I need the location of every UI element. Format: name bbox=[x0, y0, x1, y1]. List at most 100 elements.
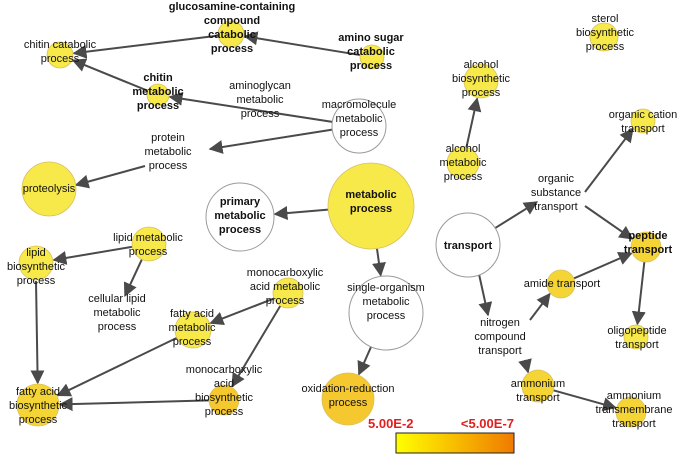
node-circle-primary-metabolic[interactable] bbox=[205, 182, 275, 252]
node-label-line: transport bbox=[624, 244, 673, 256]
node-label-line: process bbox=[211, 43, 253, 55]
node-circle-sterol-biosynthetic[interactable] bbox=[589, 22, 619, 52]
node-label-amide-transport: amide transport bbox=[524, 278, 600, 290]
node-circle-lipid-biosynthetic[interactable] bbox=[18, 245, 54, 281]
node-label-line: lipid metabolic bbox=[113, 232, 183, 244]
node-label-line: transport bbox=[478, 345, 521, 357]
node-circle-alcohol-metabolic[interactable] bbox=[446, 146, 480, 180]
node-circle-monocarboxylic-metabolic[interactable] bbox=[272, 277, 304, 309]
edge-monocarboxylic-metabolic-to-fatty-acid-metabolic bbox=[209, 297, 275, 326]
node-circle-transport[interactable] bbox=[435, 212, 501, 278]
node-circle-organic-cation[interactable] bbox=[630, 108, 656, 134]
node-label-line: primary bbox=[220, 196, 261, 208]
node-circle-metabolic-process[interactable] bbox=[327, 162, 415, 250]
node-label-line: metabolic bbox=[144, 146, 192, 158]
node-label-proteolysis: proteolysis bbox=[23, 183, 76, 195]
node-label-line: compound bbox=[204, 15, 260, 27]
node-label-line: acid metabolic bbox=[250, 281, 321, 293]
node-label-line: monocarboxylic bbox=[186, 364, 263, 376]
edge-organic-substance-to-organic-cation bbox=[584, 127, 634, 193]
node-label-line: organic cation bbox=[609, 109, 678, 121]
node-circle-chitin-catabolic[interactable] bbox=[46, 41, 74, 69]
node-label-line: process bbox=[205, 406, 244, 418]
edge-metabolic-process-to-primary-metabolic bbox=[273, 206, 329, 220]
node-label-line: substance bbox=[531, 187, 581, 199]
node-circle-single-organism[interactable] bbox=[348, 275, 424, 351]
legend-low-label: 5.00E-2 bbox=[368, 416, 414, 431]
node-label-line: organic bbox=[538, 173, 575, 185]
node-label-line: metabolic bbox=[93, 307, 141, 319]
node-label-line: amide transport bbox=[524, 278, 600, 290]
node-label-line: protein bbox=[151, 132, 185, 144]
node-circle-fatty-acid-biosynthetic[interactable] bbox=[16, 383, 60, 427]
node-circle-alcohol-biosynthetic[interactable] bbox=[463, 63, 499, 99]
node-label-line: metabolic bbox=[132, 86, 183, 98]
node-circle-ammonium-transport[interactable] bbox=[521, 369, 555, 403]
node-circle-ammonium-transmembrane[interactable] bbox=[615, 396, 647, 428]
edge-monocarboxylic-biosynthetic-to-fatty-acid-biosynthetic bbox=[58, 397, 210, 412]
node-label-line: fatty acid bbox=[16, 386, 60, 398]
edge-chitin-metabolic-to-chitin-catabolic bbox=[71, 58, 149, 92]
node-circle-macromolecule[interactable] bbox=[331, 98, 387, 154]
node-label-line: process bbox=[462, 87, 501, 99]
edge-metabolic-process-to-single-organism bbox=[372, 248, 386, 277]
node-circle-oxidation-reduction[interactable] bbox=[321, 372, 375, 426]
edge-lipid-biosynthetic-to-fatty-acid-biosynthetic bbox=[30, 280, 45, 385]
edge-lipid-metabolic-to-lipid-biosynthetic bbox=[52, 245, 133, 265]
edge-monocarboxylic-metabolic-to-monocarboxylic-biosynthetic bbox=[231, 305, 282, 388]
edge-transport-to-nitrogen-compound bbox=[478, 274, 493, 317]
node-label-line: monocarboxylic bbox=[247, 267, 324, 279]
edge-peptide-transport-to-oligopeptide bbox=[631, 261, 646, 326]
node-label-line: process bbox=[367, 310, 406, 322]
node-circle-chitin-metabolic[interactable] bbox=[146, 83, 170, 107]
legend-high-label: <5.00E-7 bbox=[461, 416, 514, 431]
node-label-line: process bbox=[129, 246, 168, 258]
edge-nitrogen-compound-to-ammonium-transport bbox=[518, 358, 532, 374]
node-label-line: process bbox=[329, 397, 368, 409]
node-label-line: transport bbox=[534, 201, 577, 213]
node-circle-proteolysis[interactable] bbox=[21, 161, 77, 217]
edge-macromolecule-to-protein-metabolic bbox=[208, 128, 333, 154]
node-circle-amide-transport[interactable] bbox=[546, 269, 576, 299]
node-circle-fatty-acid-metabolic[interactable] bbox=[174, 311, 212, 349]
node-circle-lipid-metabolic[interactable] bbox=[131, 226, 167, 262]
edge-macromolecule-to-chitin-metabolic bbox=[168, 91, 333, 123]
node-circle-peptide-transport[interactable] bbox=[630, 231, 662, 263]
node-label-line: metabolic bbox=[214, 210, 265, 222]
edge-amide-transport-to-peptide-transport bbox=[573, 251, 633, 280]
edge-alcohol-metabolic-to-alcohol-biosynthetic bbox=[465, 97, 482, 148]
node-circle-glucosamine[interactable] bbox=[217, 20, 245, 48]
node-label-line: ammonium bbox=[607, 390, 661, 402]
node-label-line: macromolecule bbox=[322, 99, 397, 111]
node-label-line: aminoglycan bbox=[229, 80, 291, 92]
node-label-line: fatty acid bbox=[170, 308, 214, 320]
node-label-line: process bbox=[41, 53, 80, 65]
edge-fatty-acid-metabolic-to-fatty-acid-biosynthetic bbox=[56, 336, 178, 397]
edge-transport-to-organic-substance bbox=[494, 201, 539, 229]
node-label-line: metabolic bbox=[335, 113, 383, 125]
node-label-line: biosynthetic bbox=[576, 27, 635, 39]
node-circle-amino-sugar[interactable] bbox=[359, 44, 385, 70]
edge-organic-substance-to-peptide-transport bbox=[584, 205, 634, 240]
node-label-lipid-metabolic: lipid metabolic process bbox=[113, 232, 183, 258]
node-circle-monocarboxylic-biosynthetic[interactable] bbox=[208, 384, 240, 416]
node-circle-oligopeptide[interactable] bbox=[623, 324, 649, 350]
